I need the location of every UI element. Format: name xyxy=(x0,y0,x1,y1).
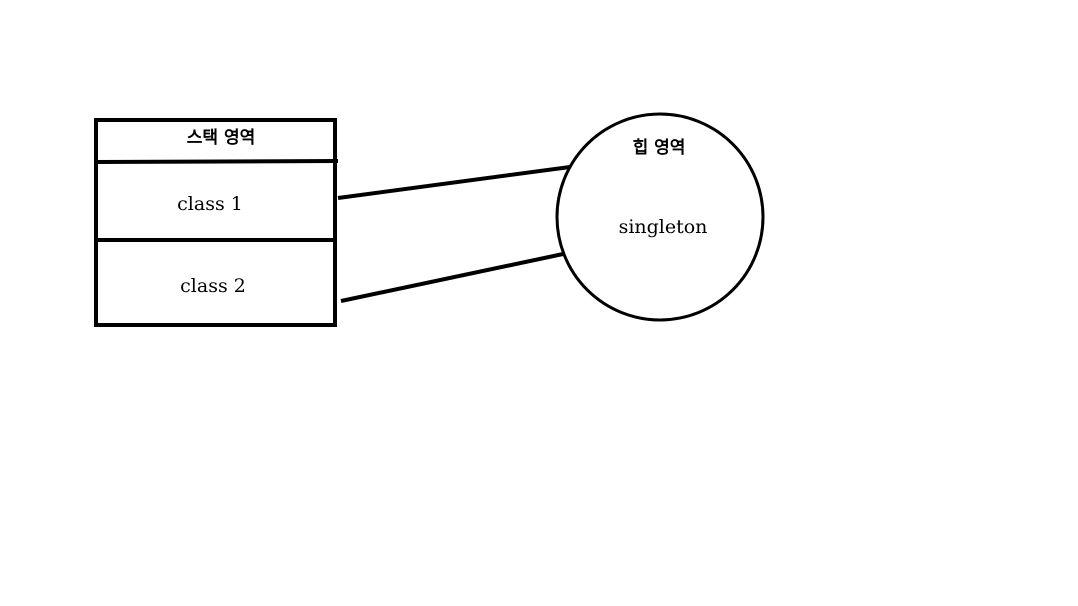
heap-area: 힙 영역 singleton xyxy=(555,112,765,322)
heap-circle xyxy=(555,112,765,322)
heap-object-singleton: singleton xyxy=(619,216,708,238)
reference-line-class-2 xyxy=(340,252,564,303)
stack-row-class-2: class 2 xyxy=(180,275,246,297)
stack-box xyxy=(94,118,337,327)
stack-row-class-1: class 1 xyxy=(177,193,243,215)
stack-divider-header xyxy=(95,159,339,164)
stack-title: 스택 영역 xyxy=(187,128,255,148)
reference-line-class-1 xyxy=(337,165,571,200)
stack-area: 스택 영역 class 1 class 2 xyxy=(94,118,339,327)
heap-title: 힙 영역 xyxy=(633,137,686,158)
